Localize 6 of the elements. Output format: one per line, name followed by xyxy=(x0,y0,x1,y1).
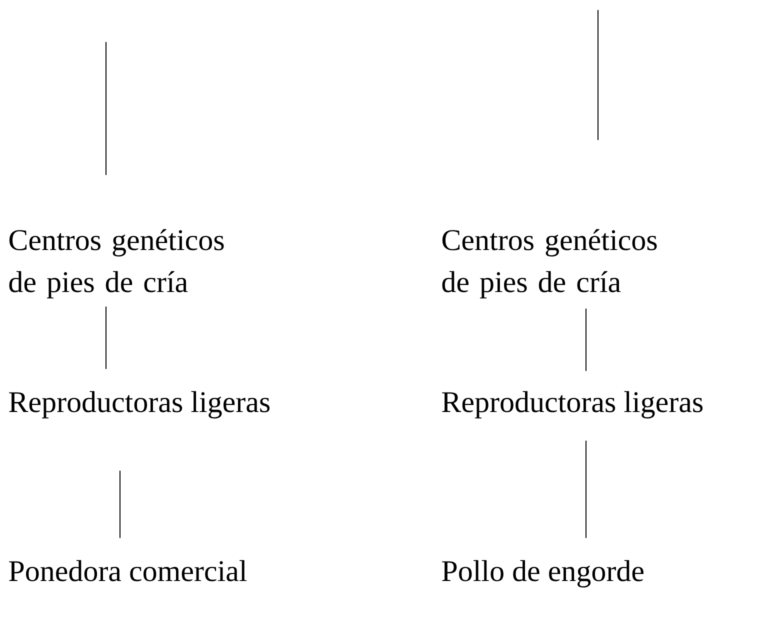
stage-label: Centros genéticos de pies de cría xyxy=(9,229,224,298)
stage-label: Ponedora comercial xyxy=(9,560,247,582)
stage-label: Reproductoras ligeras xyxy=(9,391,270,418)
stage-label: Pollo de engorde xyxy=(442,560,644,588)
stage-label: Reproductoras ligeras xyxy=(442,391,703,418)
stage-label: Centros genéticos de pies de cría xyxy=(442,229,657,298)
